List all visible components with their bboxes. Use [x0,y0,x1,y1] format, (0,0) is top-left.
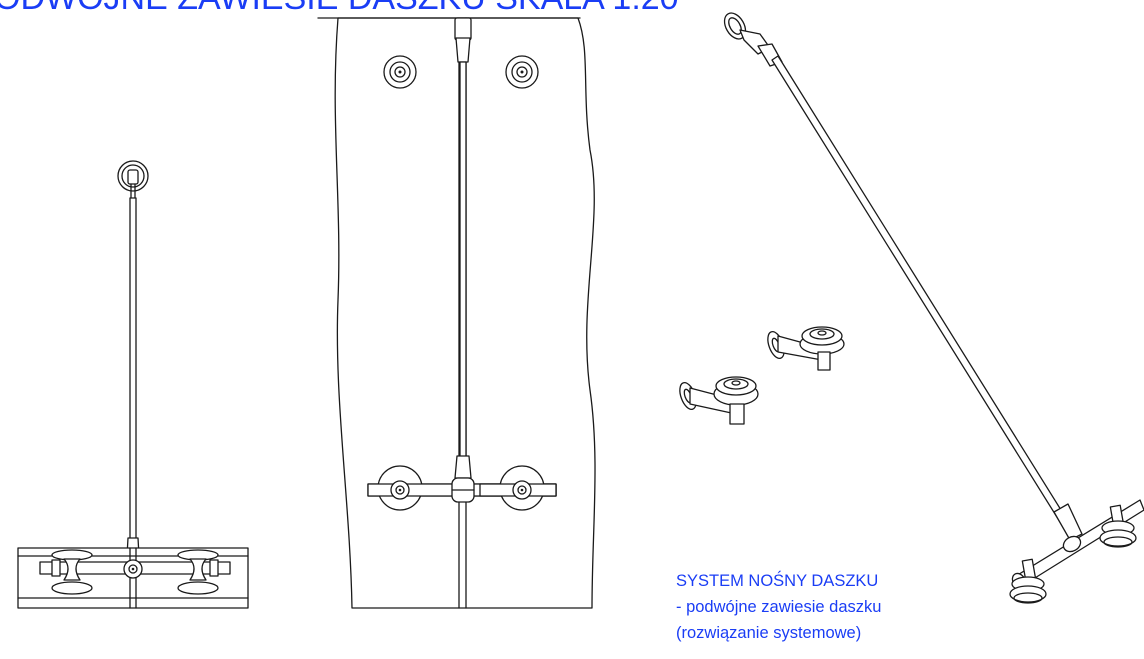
drawing-title: ODWÓJNE ZAWIESIE DASZKU SKALA 1:20 [0,0,679,18]
side-view [17,160,249,609]
caption-line-2: - podwójne zawiesie daszku [676,598,882,616]
point-fixing-left [383,55,417,89]
rod-iso [771,55,1067,523]
isometric-view [723,12,1144,604]
rod-plan [459,61,467,459]
glass-pane-plan [334,17,596,609]
system-caption: SYSTEM NOŚNY DASZKU - podwójne zawiesie … [676,568,881,646]
point-fixing-right [505,55,539,89]
point-fixing-detail-upper [767,326,845,371]
plan-view [334,17,596,609]
caption-line-3: (rozwiązanie systemowe) [676,624,862,642]
point-fixing-detail-lower [679,376,759,425]
caption-line-1: SYSTEM NOŚNY DASZKU [676,572,879,590]
suspension-rod [129,197,137,541]
